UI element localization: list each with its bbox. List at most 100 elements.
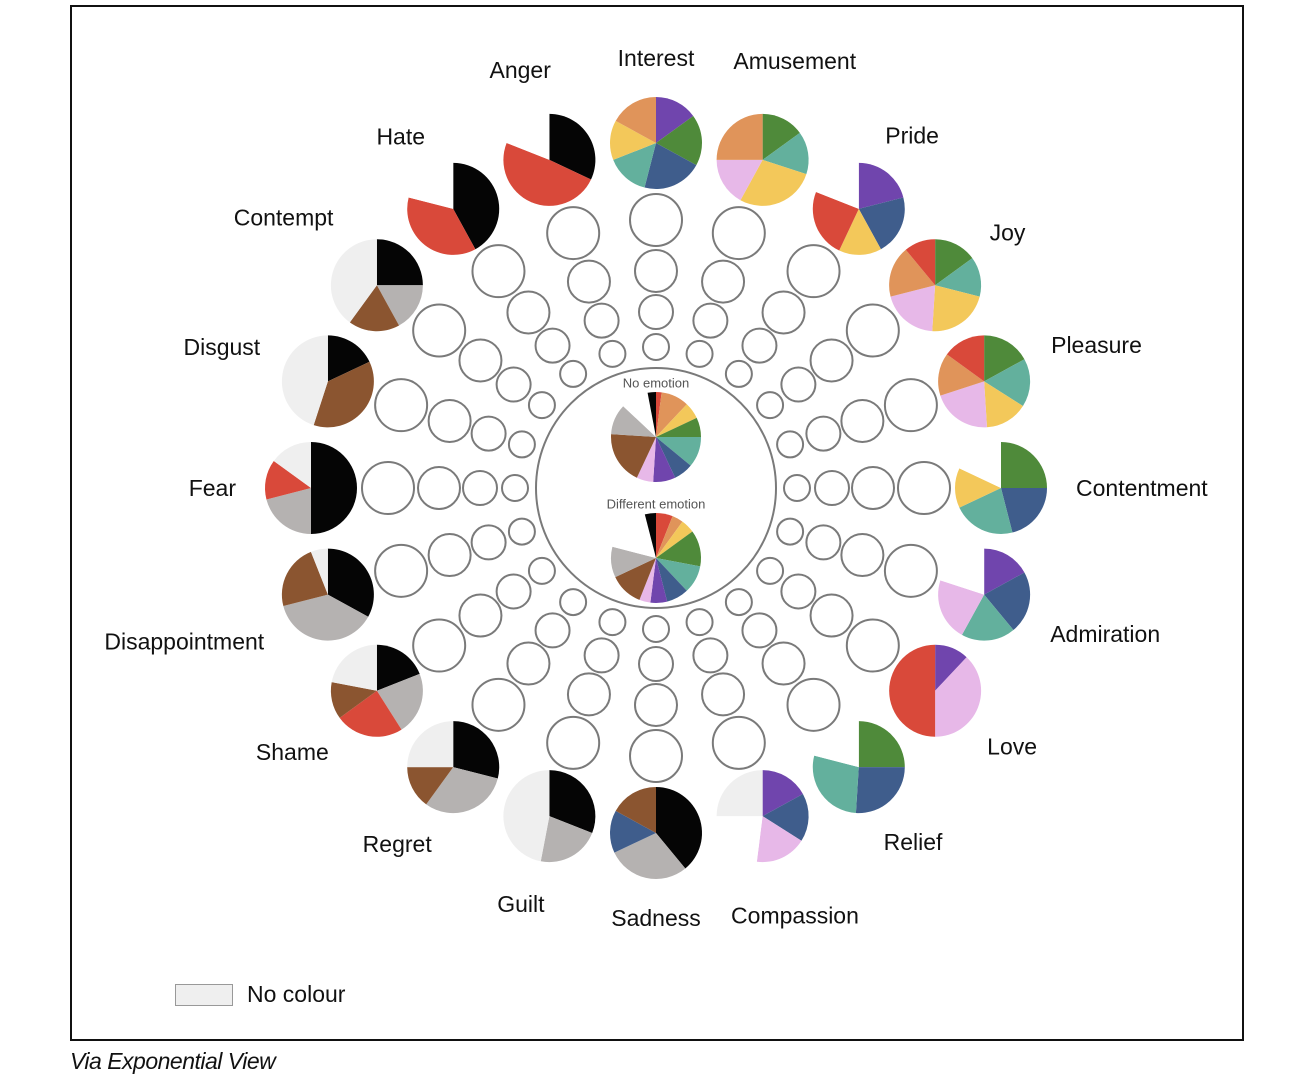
intensity-circle xyxy=(507,517,536,546)
pie-slice-navy xyxy=(656,437,691,478)
pie-slice-orange xyxy=(656,516,683,558)
pie-slice-white xyxy=(816,162,859,209)
pie-slice-red xyxy=(339,690,402,737)
emotion-label: Sadness xyxy=(611,905,701,931)
pie-contentment xyxy=(954,442,1047,534)
emotion-label: Shame xyxy=(256,739,329,765)
intensity-circle xyxy=(805,415,842,452)
pie-slice-white xyxy=(814,721,859,768)
intensity-circle xyxy=(527,391,556,420)
pie-slice-gray xyxy=(611,546,656,578)
pie-slice-white xyxy=(940,548,985,595)
intensity-circle xyxy=(685,608,714,637)
intensity-circle xyxy=(845,303,900,358)
pie-slice-orange xyxy=(716,113,763,160)
intensity-circle xyxy=(598,608,627,637)
pie-slice-yellow xyxy=(656,521,693,558)
intensity-circle xyxy=(566,672,611,717)
pie-regret xyxy=(407,721,500,814)
intensity-circle xyxy=(534,612,571,649)
pie-slice-yellow xyxy=(839,208,881,255)
intensity-circle xyxy=(506,641,551,686)
pie-slice-navy xyxy=(858,197,905,250)
intensity-circle xyxy=(546,206,601,261)
pie-slice-purple xyxy=(762,770,803,817)
intensity-circle xyxy=(374,543,429,598)
intensity-circle xyxy=(374,378,429,433)
pie-slice-green xyxy=(984,335,1025,382)
center-pie-label: No emotion xyxy=(623,376,689,391)
pie-slice-orange xyxy=(615,96,656,143)
pie-slice-red xyxy=(407,197,476,255)
emotion-label: Pleasure xyxy=(1051,332,1142,358)
intensity-circle xyxy=(814,470,850,506)
pie-slice-teal xyxy=(961,594,1014,641)
pie-slice-purple xyxy=(984,548,1025,595)
pie-slice-yellow xyxy=(954,468,1001,508)
pie-slice-black xyxy=(376,239,423,286)
pie-slice-nocolour xyxy=(273,442,311,488)
pie-slice-purple xyxy=(935,644,967,691)
pie-slice-pink xyxy=(935,657,982,737)
pie-disappointment xyxy=(281,548,374,641)
legend-label: No colour xyxy=(247,981,346,1007)
intensity-circle xyxy=(741,327,778,364)
pie-slice-black xyxy=(376,644,420,691)
chart-frame xyxy=(70,5,1244,1041)
pie-admiration xyxy=(938,548,1031,641)
pie-slice-black xyxy=(647,392,656,437)
pie-slice-red xyxy=(656,392,662,437)
intensity-circle xyxy=(761,290,806,335)
intensity-circle xyxy=(786,244,841,299)
intensity-circle xyxy=(583,637,620,674)
pie-slice-pink xyxy=(890,285,936,332)
intensity-circle xyxy=(546,715,601,770)
pie-slice-nocolour xyxy=(281,335,328,426)
emotion-label: Amusement xyxy=(733,48,856,74)
pie-slice-pink xyxy=(636,437,656,482)
intensity-circle xyxy=(506,290,551,335)
pie-slice-nocolour xyxy=(716,770,763,817)
pie-slice-green xyxy=(935,239,973,286)
intensity-circle xyxy=(741,612,778,649)
pie-slice-nocolour xyxy=(407,721,454,768)
intensity-circle xyxy=(780,573,817,610)
pie-pride xyxy=(812,162,905,255)
intensity-circle xyxy=(642,333,670,361)
pie-guilt xyxy=(503,770,596,863)
pie-hate xyxy=(407,162,500,255)
intensity-circle xyxy=(851,466,895,510)
intensity-circle xyxy=(417,466,461,510)
pie-interest xyxy=(610,96,702,190)
intensity-circle xyxy=(638,294,674,330)
pie-anger xyxy=(503,113,596,206)
pie-slice-navy xyxy=(762,793,809,841)
intensity-circle xyxy=(809,338,854,383)
pie-slice-navy xyxy=(656,558,687,602)
emotion-label: Relief xyxy=(884,829,943,855)
pie-slice-red xyxy=(812,191,859,251)
intensity-circle xyxy=(495,573,532,610)
pie-slice-navy xyxy=(855,767,905,814)
intensity-circle xyxy=(786,677,841,732)
pie-slice-black xyxy=(549,770,596,834)
pie-relief xyxy=(812,721,905,814)
pie-contempt xyxy=(330,239,423,332)
pie-slice-gray xyxy=(614,833,686,880)
pie-slice-navy xyxy=(1001,488,1047,533)
pie-slice-purple xyxy=(653,437,676,482)
pie-love xyxy=(889,644,982,737)
pie-slice-black xyxy=(327,335,370,382)
intensity-circle xyxy=(412,618,467,673)
pie-slice-pink xyxy=(940,381,988,428)
intensity-circle xyxy=(583,302,620,339)
intensity-circle xyxy=(692,637,729,674)
pie-slice-orange xyxy=(938,354,985,396)
intensity-circle xyxy=(845,618,900,673)
intensity-circle xyxy=(701,259,746,304)
pie-slice-brown xyxy=(313,361,374,428)
intensity-circle xyxy=(756,556,785,585)
intensity-circle xyxy=(471,244,526,299)
emotion-label: Disgust xyxy=(184,334,261,360)
emotion-label: Joy xyxy=(990,220,1026,246)
